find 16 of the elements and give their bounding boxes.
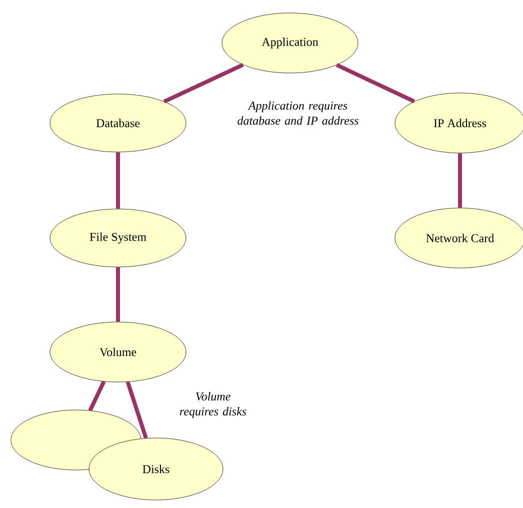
ellipse-node: Disks [88, 438, 224, 500]
ellipse-node: IP Address [394, 92, 523, 154]
connector [116, 152, 120, 209]
connector [88, 380, 106, 412]
connector [163, 63, 244, 104]
ellipse-node: Database [50, 94, 186, 152]
connector [116, 267, 120, 322]
ellipse-node: Network Card [394, 208, 523, 268]
ellipse-node: Volume [50, 322, 186, 382]
ellipse-node: Application [222, 12, 358, 74]
annotation: Volume requires disks [180, 392, 246, 418]
annotation: Application requires database and IP address [238, 101, 358, 125]
connector [458, 153, 462, 208]
connector [126, 381, 148, 439]
ellipse-node: File System [50, 208, 186, 268]
connector [336, 63, 416, 104]
